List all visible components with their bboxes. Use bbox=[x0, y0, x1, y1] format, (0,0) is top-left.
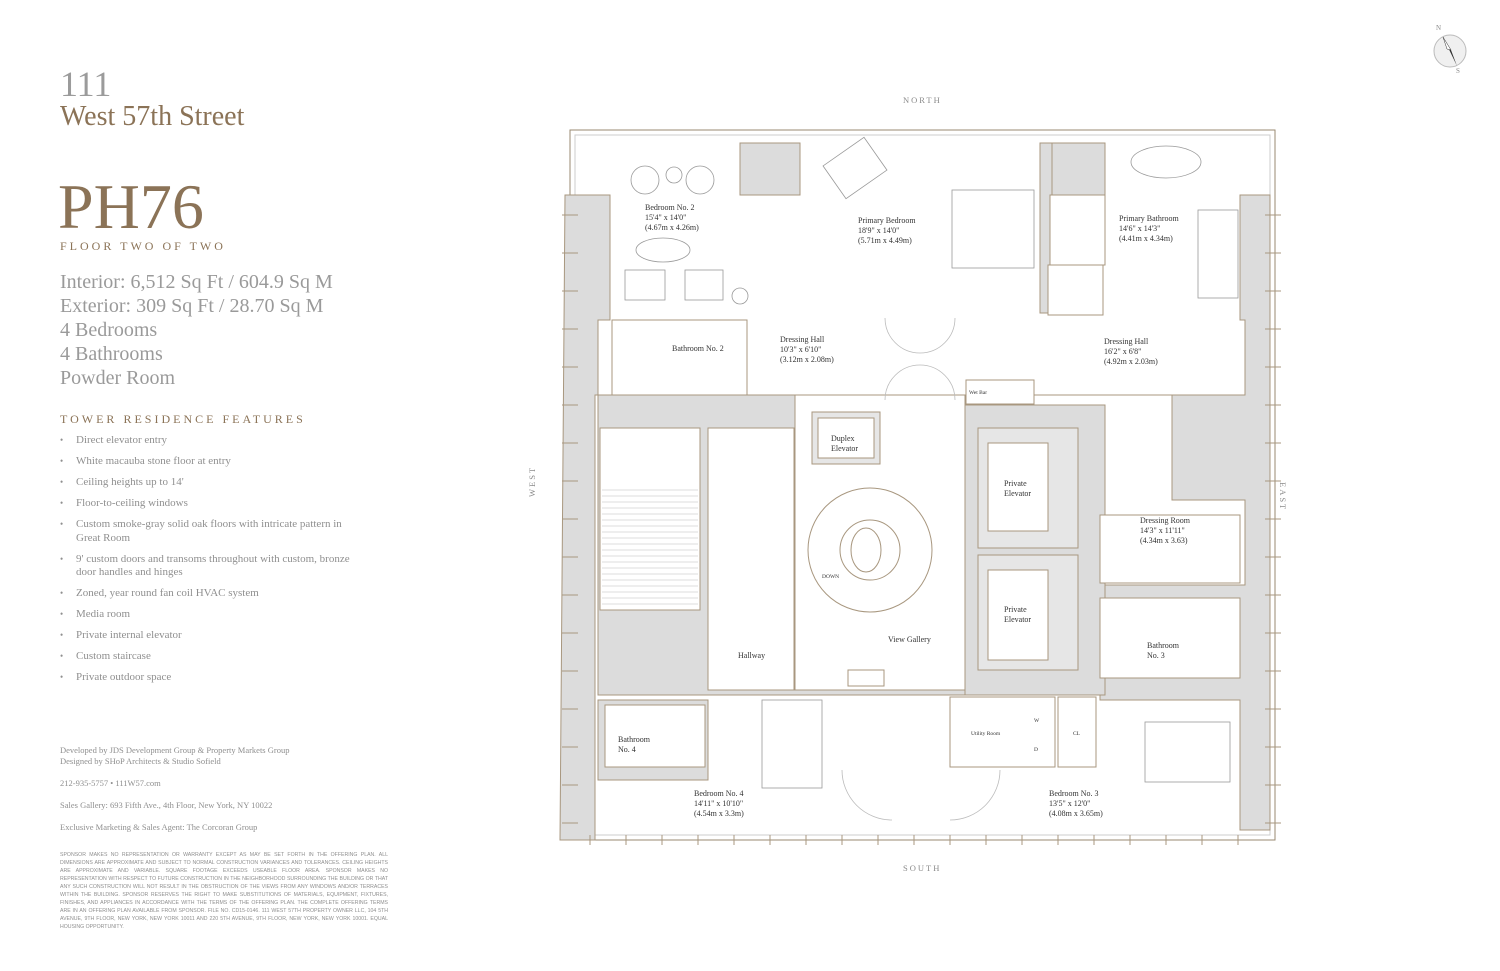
stat-exterior: Exterior: 309 Sq Ft / 28.70 Sq M bbox=[60, 295, 324, 317]
street-name: West 57th Street bbox=[60, 101, 245, 132]
direction-east: EAST bbox=[1278, 482, 1288, 512]
stair-down-label: DOWN bbox=[822, 574, 840, 580]
room-wet-bar: Wet Bar bbox=[969, 390, 988, 396]
feature-item: Media room bbox=[60, 608, 360, 622]
stat-powder: Powder Room bbox=[60, 367, 175, 389]
compass-south-label: S bbox=[1456, 67, 1462, 75]
stair-treads bbox=[602, 489, 698, 605]
feature-item: Zoned, year round fan coil HVAC system bbox=[60, 587, 360, 601]
direction-south: SOUTH bbox=[903, 863, 942, 873]
bathroom3-area bbox=[1099, 597, 1241, 679]
feature-item: Private outdoor space bbox=[60, 671, 360, 685]
feature-item: Private internal elevator bbox=[60, 629, 360, 643]
floor-subtitle: FLOOR TWO OF TWO bbox=[60, 239, 226, 253]
feature-item: White macauba stone floor at entry bbox=[60, 455, 360, 469]
features-heading: TOWER RESIDENCE FEATURES bbox=[60, 412, 306, 426]
compass-icon bbox=[1433, 34, 1467, 68]
feature-item: Ceiling heights up to 14' bbox=[60, 476, 360, 490]
spiral-staircase bbox=[807, 487, 933, 613]
washer-label: W bbox=[1034, 718, 1040, 724]
room-hallway: Hallway bbox=[738, 651, 766, 660]
closet-label: CL bbox=[1073, 731, 1081, 737]
unit-stats: Interior: 6,512 Sq Ft / 604.9 Sq M Exter… bbox=[60, 270, 333, 390]
stat-interior: Interior: 6,512 Sq Ft / 604.9 Sq M bbox=[60, 271, 333, 293]
building-number: 111 bbox=[60, 64, 112, 104]
stat-bedrooms: 4 Bedrooms bbox=[60, 319, 158, 341]
dressing-room-area bbox=[1099, 514, 1241, 584]
feature-item: Custom smoke-gray solid oak floors with … bbox=[60, 518, 360, 545]
room-utility: Utility Room bbox=[971, 731, 1001, 737]
developer-credit: Developed by JDS Development Group & Pro… bbox=[60, 745, 290, 755]
dryer-label: D bbox=[1034, 747, 1038, 753]
furniture bbox=[624, 136, 1239, 789]
windows bbox=[562, 214, 1281, 845]
sales-gallery: Sales Gallery: 693 Fifth Ave., 4th Floor… bbox=[60, 800, 273, 810]
feature-item: Floor-to-ceiling windows bbox=[60, 497, 360, 511]
features-list: Direct elevator entry White macauba ston… bbox=[60, 434, 360, 692]
credits: Developed by JDS Development Group & Pro… bbox=[60, 745, 390, 844]
room-view-gallery: View Gallery bbox=[888, 635, 931, 644]
feature-item: Custom staircase bbox=[60, 650, 360, 664]
hallway-area bbox=[707, 427, 795, 691]
feature-item: Direct elevator entry bbox=[60, 434, 360, 448]
compass-north-label: N bbox=[1436, 24, 1444, 32]
bed-primary bbox=[951, 189, 1035, 269]
bathroom4-area bbox=[604, 704, 706, 768]
bed-3 bbox=[1144, 721, 1231, 783]
direction-west: WEST bbox=[527, 465, 537, 497]
feature-item: 9' custom doors and transoms throughout … bbox=[60, 553, 360, 580]
bathroom2-area bbox=[611, 319, 748, 396]
bed-4 bbox=[761, 699, 823, 789]
room-bathroom-2: Bathroom No. 2 bbox=[672, 344, 724, 353]
sales-agent: Exclusive Marketing & Sales Agent: The C… bbox=[60, 822, 258, 832]
bathtub bbox=[1130, 145, 1202, 179]
stat-bathrooms: 4 Bathrooms bbox=[60, 343, 163, 365]
unit-title: PH76 bbox=[58, 171, 204, 242]
doors bbox=[841, 317, 1001, 821]
designer-credit: Designed by SHoP Architects & Studio Sof… bbox=[60, 756, 221, 766]
direction-north: NORTH bbox=[903, 95, 942, 105]
contact-info: 212-935-5757 • 111W57.com bbox=[60, 778, 161, 788]
legal-disclaimer: Sponsor makes no representation or warra… bbox=[60, 852, 388, 930]
stair-west bbox=[599, 427, 701, 611]
